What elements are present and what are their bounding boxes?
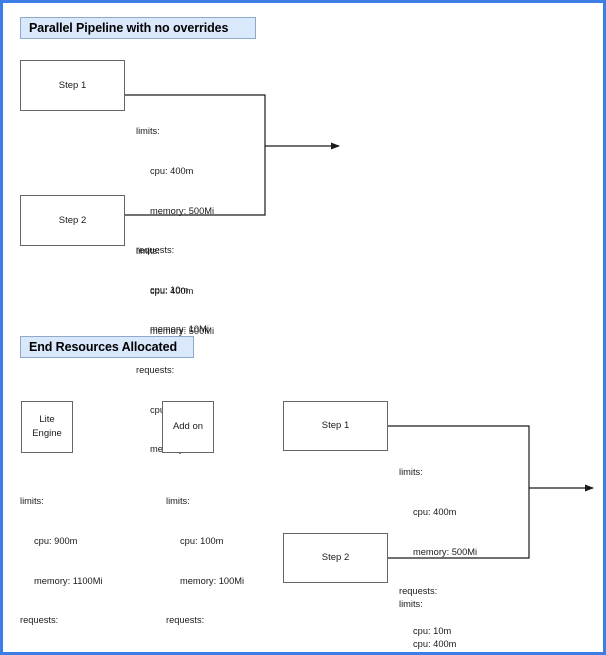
limits-memory-value: memory: 500Mi — [150, 205, 215, 216]
requests-cpu-value: cpu: 10m — [150, 284, 189, 295]
node-step-2-top[interactable]: Step 2 — [20, 195, 125, 246]
section-banner-label: Parallel Pipeline with no overrides — [29, 21, 229, 35]
requests-label: requests: — [166, 615, 205, 626]
limits-label: limits: — [136, 126, 160, 137]
node-label-line-1: Lite — [39, 414, 55, 426]
section-banner-end-resources: End Resources Allocated — [20, 336, 194, 358]
node-label: Step 1 — [321, 420, 350, 432]
node-label: Step 2 — [321, 552, 350, 564]
limits-cpu-value: cpu: 400m — [413, 506, 457, 517]
limits-label: limits: — [166, 496, 190, 507]
limits-cpu-value: cpu: 400m — [150, 285, 194, 296]
resource-block-add-on: limits: cpu: 100m memory: 100Mi requests… — [166, 469, 245, 652]
section-banner-label: End Resources Allocated — [29, 340, 177, 354]
node-step-1-top[interactable]: Step 1 — [20, 60, 125, 111]
section-banner-parallel-pipeline: Parallel Pipeline with no overrides — [20, 17, 256, 39]
limits-label: limits: — [20, 496, 44, 507]
resource-block-step-2-bottom: limits: cpu: 400m memory: 500Mi requests… — [399, 572, 477, 652]
limits-cpu-value: cpu: 400m — [150, 165, 194, 176]
node-step-1-bottom[interactable]: Step 1 — [283, 401, 388, 451]
node-label-line-2: Engine — [32, 428, 62, 439]
requests-label: requests: — [136, 365, 175, 376]
node-label-line-1: Add on — [172, 421, 204, 433]
requests-label: requests: — [399, 586, 438, 597]
requests-memory-value: memory: 10Mi — [150, 324, 209, 335]
node-add-on[interactable]: Add on — [162, 401, 214, 453]
limits-label: limits: — [399, 599, 423, 610]
limits-memory-value: memory: 1100Mi — [34, 575, 103, 586]
limits-cpu-value: cpu: 400m — [413, 638, 457, 649]
limits-memory-value: memory: 500Mi — [413, 546, 478, 557]
node-label: Step 1 — [58, 79, 87, 91]
requests-label: requests: — [136, 245, 175, 256]
node-lite-engine[interactable]: Lite Engine — [21, 401, 73, 453]
node-step-2-bottom[interactable]: Step 2 — [283, 533, 388, 583]
requests-cpu-value: cpu: 10m — [413, 625, 452, 636]
limits-memory-value: memory: 100Mi — [180, 575, 245, 586]
requests-label: requests: — [20, 615, 59, 626]
limits-label: limits: — [399, 467, 423, 478]
limits-cpu-value: cpu: 100m — [180, 535, 224, 546]
limits-label: limits: — [136, 246, 160, 257]
resource-block-lite-engine: limits: cpu: 900m memory: 1100Mi request… — [20, 469, 103, 652]
limits-memory-value: memory: 500Mi — [150, 325, 215, 336]
limits-cpu-value: cpu: 900m — [34, 535, 78, 546]
node-label: Step 2 — [58, 214, 87, 226]
